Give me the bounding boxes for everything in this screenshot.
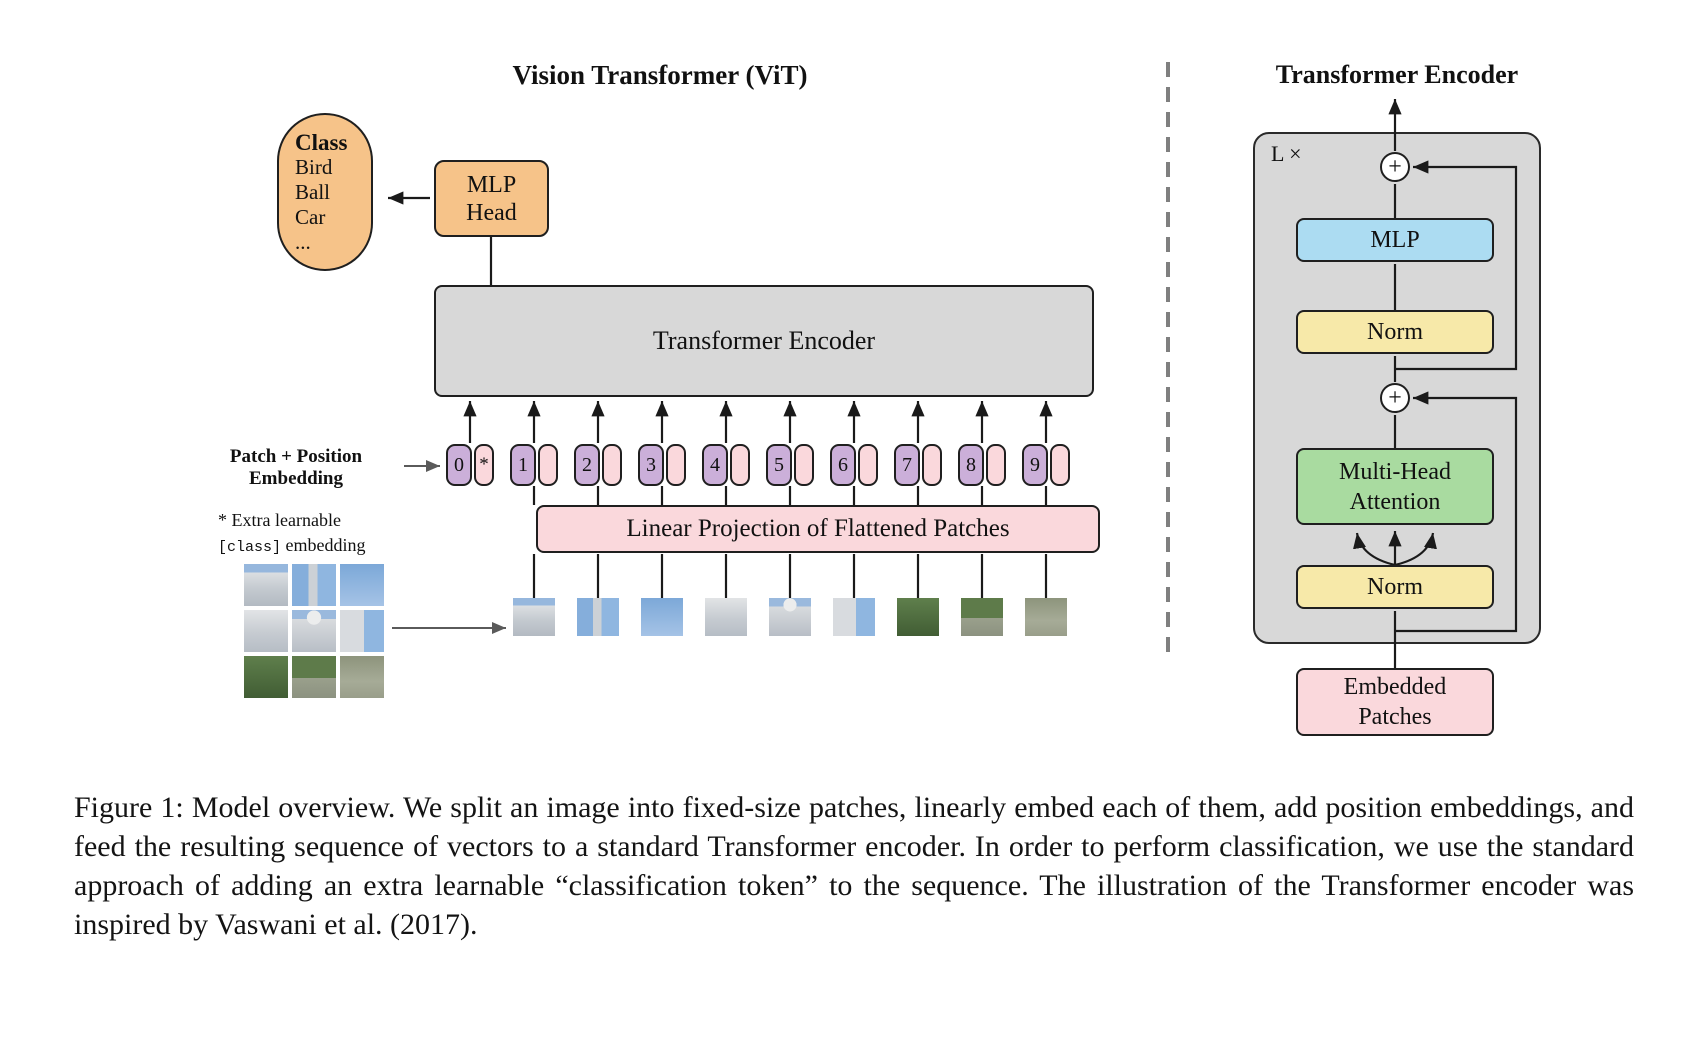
patch-embedding-box: * — [474, 444, 494, 486]
linear-projection-box: Linear Projection of Flattened Patches — [536, 505, 1100, 553]
image-patch-6 — [833, 598, 875, 636]
image-patch-1 — [513, 598, 555, 636]
position-embedding-box: 9 — [1022, 444, 1048, 486]
embedding-token-4: 4 — [702, 444, 750, 486]
image-patch-4 — [705, 598, 747, 636]
embedding-token-8: 8 — [958, 444, 1006, 486]
position-embedding-box: 5 — [766, 444, 792, 486]
mlp-head-line1: MLP — [466, 171, 517, 198]
grid-patch-5 — [292, 610, 336, 652]
class-item: Ball — [295, 179, 330, 204]
transformer-encoder-box: Transformer Encoder — [434, 285, 1094, 397]
image-patch-7 — [897, 598, 939, 636]
patch-embedding-box — [858, 444, 878, 486]
embedding-token-0: 0 * — [446, 444, 494, 486]
position-embedding-box: 4 — [702, 444, 728, 486]
embedded-line1: Embedded — [1343, 674, 1447, 700]
class-title: Class — [295, 129, 348, 155]
note-line1: * Extra learnable — [218, 510, 341, 530]
grid-patch-9 — [340, 656, 384, 698]
input-image-patch-grid — [244, 564, 384, 698]
embedding-token-7: 7 — [894, 444, 942, 486]
position-embedding-box: 1 — [510, 444, 536, 486]
position-embedding-box: 2 — [574, 444, 600, 486]
class-item: Bird — [295, 154, 333, 179]
grid-patch-8 — [292, 656, 336, 698]
embedded-patches-box: Embedded Patches — [1296, 668, 1494, 736]
patch-embedding-box — [1050, 444, 1070, 486]
note-line2-rest: embedding — [281, 535, 366, 555]
figure-caption: Figure 1: Model overview. We split an im… — [74, 791, 1634, 941]
multi-head-attention-box: Multi-Head Attention — [1296, 448, 1494, 525]
embedded-line2: Patches — [1358, 704, 1432, 730]
patch-embedding-box — [666, 444, 686, 486]
image-patch-2 — [577, 598, 619, 636]
position-embedding-box: 6 — [830, 444, 856, 486]
encoder-panel-title: Transformer Encoder — [1275, 60, 1519, 89]
position-embedding-box: 8 — [958, 444, 984, 486]
grid-patch-7 — [244, 656, 288, 698]
embedding-token-2: 2 — [574, 444, 622, 486]
residual-add-bottom: + — [1380, 383, 1410, 413]
position-embedding-box: 0 — [446, 444, 472, 486]
position-embedding-box: 3 — [638, 444, 664, 486]
patch-position-label-line1: Patch + Position — [229, 446, 363, 467]
patch-embedding-box — [730, 444, 750, 486]
image-patch-9 — [1025, 598, 1067, 636]
grid-patch-2 — [292, 564, 336, 606]
embedding-token-6: 6 — [830, 444, 878, 486]
mlp-head-line2: Head — [466, 199, 517, 226]
layers-repeat-label: L × — [1271, 141, 1302, 166]
image-patch-3 — [641, 598, 683, 636]
patch-embedding-box — [986, 444, 1006, 486]
mlp-box: MLP — [1296, 218, 1494, 262]
patch-embedding-box — [602, 444, 622, 486]
gray-arrows — [392, 460, 506, 634]
class-token-code: [class] — [218, 539, 282, 556]
patch-position-label-line2: Embedding — [249, 468, 343, 489]
class-item: Car — [295, 204, 326, 229]
class-embedding-note: * Extra learnable [class] embedding — [218, 508, 366, 560]
patch-embedding-box — [922, 444, 942, 486]
patch-embedding-box — [538, 444, 558, 486]
residual-add-top: + — [1380, 152, 1410, 182]
embedding-token-9: 9 — [1022, 444, 1070, 486]
mlp-head-box: MLP Head — [434, 160, 549, 237]
attention-line1: Multi-Head — [1339, 458, 1451, 485]
embedding-token-3: 3 — [638, 444, 686, 486]
grid-patch-3 — [340, 564, 384, 606]
note-line2: [class] embedding — [218, 533, 366, 560]
grid-patch-1 — [244, 564, 288, 606]
vit-title: Vision Transformer (ViT) — [512, 60, 808, 90]
patch-embedding-box — [794, 444, 814, 486]
embedding-token-5: 5 — [766, 444, 814, 486]
class-output-bubble: Class Bird Ball Car ... — [277, 113, 373, 271]
embedding-token-1: 1 — [510, 444, 558, 486]
position-embedding-box: 7 — [894, 444, 920, 486]
norm-box-bottom: Norm — [1296, 565, 1494, 609]
image-patch-8 — [961, 598, 1003, 636]
image-patch-5 — [769, 598, 811, 636]
grid-patch-4 — [244, 610, 288, 652]
patch-position-label: Patch + Position Embedding — [196, 446, 396, 490]
grid-patch-6 — [340, 610, 384, 652]
norm-box-top: Norm — [1296, 310, 1494, 354]
attention-line2: Attention — [1349, 488, 1441, 515]
class-item: ... — [295, 229, 311, 254]
